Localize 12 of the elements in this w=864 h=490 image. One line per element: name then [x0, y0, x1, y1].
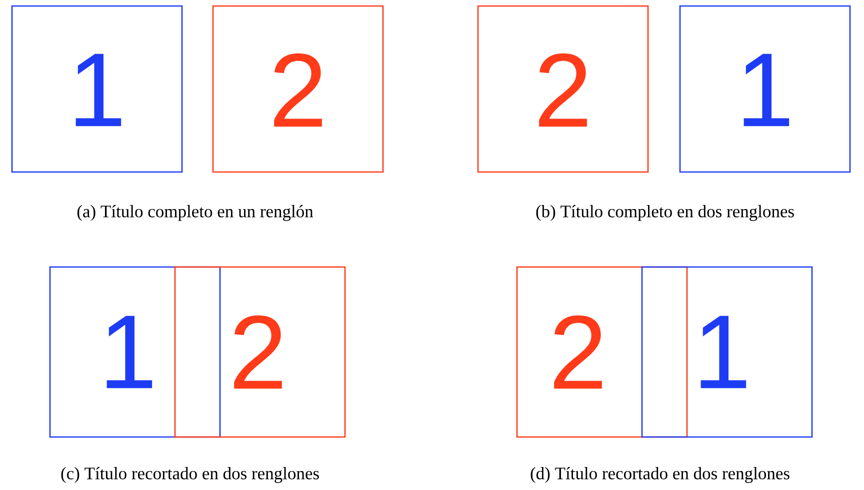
number-box: 2	[212, 5, 384, 173]
number-box: 1	[11, 5, 183, 173]
subfigure-caption: (a) Título completo en un renglón	[77, 205, 314, 221]
number-box: 1	[641, 266, 813, 438]
subfigure-caption: (d) Título recortado en dos renglones	[530, 467, 790, 483]
number-box: 2	[477, 5, 649, 173]
number-box: 1	[679, 5, 851, 173]
subfigure-caption: (c) Título recortado en dos renglones	[61, 467, 319, 483]
number-box: 2	[516, 266, 688, 438]
number-box: 2	[174, 266, 346, 438]
subfigure-caption: (b) Título completo en dos renglones	[536, 205, 794, 221]
number-box: 1	[49, 266, 221, 438]
